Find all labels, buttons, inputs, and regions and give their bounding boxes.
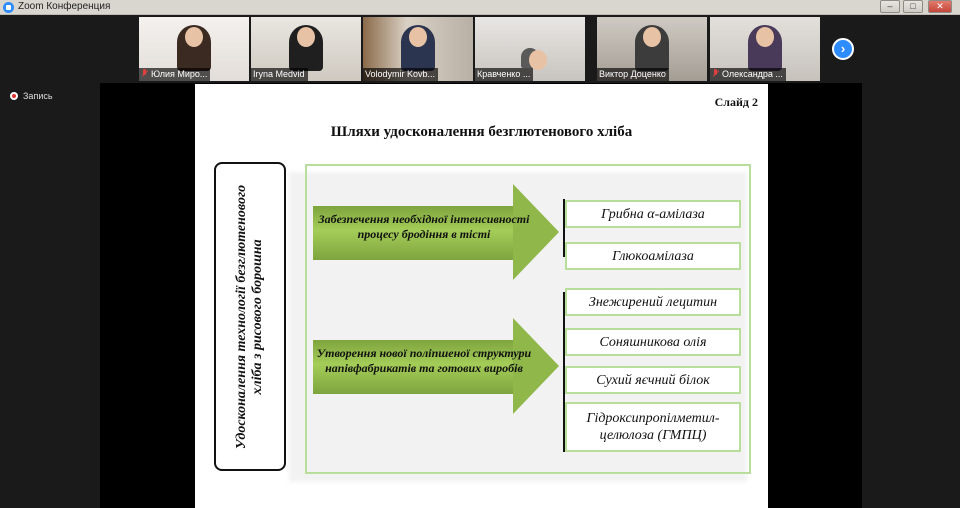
main-topic-box: Удосконалення технології безглютенового … bbox=[214, 162, 286, 471]
item-text: Глюкоамілаза bbox=[612, 248, 694, 264]
maximize-button[interactable]: □ bbox=[903, 0, 923, 13]
participant-tile[interactable]: Кравченко ... bbox=[475, 17, 585, 81]
participant-label: Iryna Medvid bbox=[251, 68, 308, 81]
recording-indicator[interactable]: Запись bbox=[10, 91, 53, 101]
window-titlebar: Zoom Конференция – □ ✕ bbox=[0, 0, 960, 15]
bracket-line bbox=[563, 292, 565, 452]
participants-strip: Юлия Миро... Iryna Medvid Volodymir Kovb… bbox=[0, 15, 960, 83]
list-item: Соняшникова олія bbox=[565, 328, 741, 356]
arrow-label: Утворення нової поліпшеної структури нап… bbox=[316, 346, 532, 375]
participant-video-person bbox=[289, 25, 323, 71]
close-button[interactable]: ✕ bbox=[928, 0, 952, 13]
participant-video-person bbox=[748, 25, 782, 71]
participant-name: Iryna Medvid bbox=[253, 69, 305, 79]
participant-video-person bbox=[521, 48, 547, 70]
list-item: Гідроксипропілметил-целюлоза (ГМПЦ) bbox=[565, 402, 741, 452]
item-text: Грибна α-амілаза bbox=[601, 206, 705, 222]
bracket-line bbox=[563, 199, 565, 257]
participant-name: Volodymir Kovb... bbox=[365, 69, 436, 79]
diagram-frame bbox=[305, 164, 751, 474]
list-item: Глюкоамілаза bbox=[565, 242, 741, 270]
participant-label: Юлия Миро... bbox=[139, 68, 211, 81]
mic-muted-icon bbox=[712, 69, 719, 78]
list-item: Сухий яєчний білок bbox=[565, 366, 741, 394]
participant-label: Кравченко ... bbox=[475, 68, 534, 81]
main-topic-text: Удосконалення технології безглютенового … bbox=[234, 184, 265, 449]
participant-name: Олександра ... bbox=[722, 69, 783, 79]
minimize-button[interactable]: – bbox=[880, 0, 900, 13]
list-item: Грибна α-амілаза bbox=[565, 200, 741, 228]
arrow-body bbox=[313, 206, 513, 260]
participant-video-person bbox=[401, 25, 435, 71]
participant-tile[interactable]: Volodymir Kovb... bbox=[363, 17, 473, 81]
participant-name: Юлия Миро... bbox=[151, 69, 208, 79]
participant-tile[interactable]: Виктор Доценко bbox=[597, 17, 707, 81]
participant-label: Volodymir Kovb... bbox=[363, 68, 439, 81]
participant-video-person bbox=[177, 25, 211, 71]
item-text: Сухий яєчний білок bbox=[596, 372, 710, 388]
item-text: Гідроксипропілметил-целюлоза (ГМПЦ) bbox=[586, 411, 720, 443]
arrow-head bbox=[513, 318, 559, 414]
recording-label: Запись bbox=[23, 91, 53, 101]
zoom-app-icon bbox=[3, 2, 14, 13]
arrow-body bbox=[313, 340, 513, 394]
presentation-slide: Слайд 2 Шляхи удосконалення безглютеново… bbox=[195, 84, 768, 508]
next-participants-arrow-icon[interactable]: › bbox=[832, 38, 854, 60]
participant-name: Виктор Доценко bbox=[599, 69, 666, 79]
participant-label: Виктор Доценко bbox=[597, 68, 669, 81]
arrow-label: Забезпечення необхідної інтенсивності пр… bbox=[318, 212, 530, 241]
list-item: Знежирений лецитин bbox=[565, 288, 741, 316]
slide-number: Слайд 2 bbox=[714, 95, 758, 109]
participant-tile[interactable]: Олександра ... bbox=[710, 17, 820, 81]
window-title: Zoom Конференция bbox=[18, 1, 111, 12]
participant-tile[interactable]: Юлия Миро... bbox=[139, 17, 249, 81]
participant-label: Олександра ... bbox=[710, 68, 786, 81]
mic-muted-icon bbox=[141, 69, 148, 78]
participant-tile[interactable]: Iryna Medvid bbox=[251, 17, 361, 81]
item-text: Знежирений лецитин bbox=[588, 294, 718, 310]
participant-video-person bbox=[635, 25, 669, 71]
participant-name: Кравченко ... bbox=[477, 69, 531, 79]
record-icon bbox=[10, 92, 18, 100]
arrow-head bbox=[513, 184, 559, 280]
slide-title: Шляхи удосконалення безглютенового хліба bbox=[330, 124, 633, 140]
item-text: Соняшникова олія bbox=[599, 334, 707, 350]
